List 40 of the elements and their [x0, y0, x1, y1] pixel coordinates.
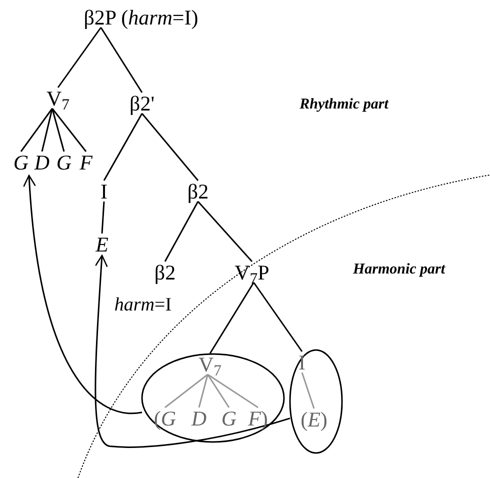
tree-branch-line: [41, 108, 53, 152]
tree-branch-line: [52, 108, 87, 152]
tree-branch-line: [20, 108, 53, 152]
tree-label: V$_{7}$: [46, 88, 70, 110]
curved-arrow: [23, 174, 142, 414]
tree-label: β2': [130, 94, 154, 114]
tree-branch-line: [57, 27, 102, 88]
curved-arrow: [94, 254, 290, 448]
tree-label: β2: [187, 182, 209, 202]
region-label: Rhythmic part: [300, 98, 388, 112]
tree-branch-line: [207, 374, 230, 408]
tree-label: V$_{7}$: [198, 354, 222, 376]
tree-label: D: [191, 408, 207, 430]
tree-branch-line: [164, 201, 199, 262]
tree-branch-line: [52, 108, 65, 152]
tree-label: β2P (harm=I): [84, 8, 198, 28]
region-label: Harmonic part: [352, 262, 446, 278]
tree-label: E: [96, 234, 108, 256]
tree-branch-line: [141, 113, 199, 181]
tree-label: G: [13, 152, 29, 174]
tree-label: (G: [154, 408, 176, 430]
tree-label: G: [56, 152, 72, 174]
tree-branch-line: [103, 113, 143, 181]
tree-label: F): [248, 408, 268, 430]
tree-branch-line: [253, 282, 303, 352]
tree-branch-line: [301, 372, 315, 409]
tree-branch-line: [209, 282, 254, 354]
tree-label: D: [34, 152, 50, 174]
tree-label: F: [80, 152, 92, 174]
tree-branch-line: [100, 27, 143, 93]
tree-branch-line: [101, 201, 105, 234]
tree-label: V$_{7}$P: [234, 262, 270, 284]
tree-branch-line: [198, 374, 208, 408]
annotation-text: harm=I: [114, 296, 172, 314]
tree-branch-line: [197, 201, 253, 262]
tree-label: β2: [154, 262, 176, 284]
tree-label: (E): [300, 410, 328, 430]
tree-label: I: [100, 182, 108, 202]
tree-branch-line: [207, 374, 258, 408]
tree-label: G: [221, 408, 237, 430]
